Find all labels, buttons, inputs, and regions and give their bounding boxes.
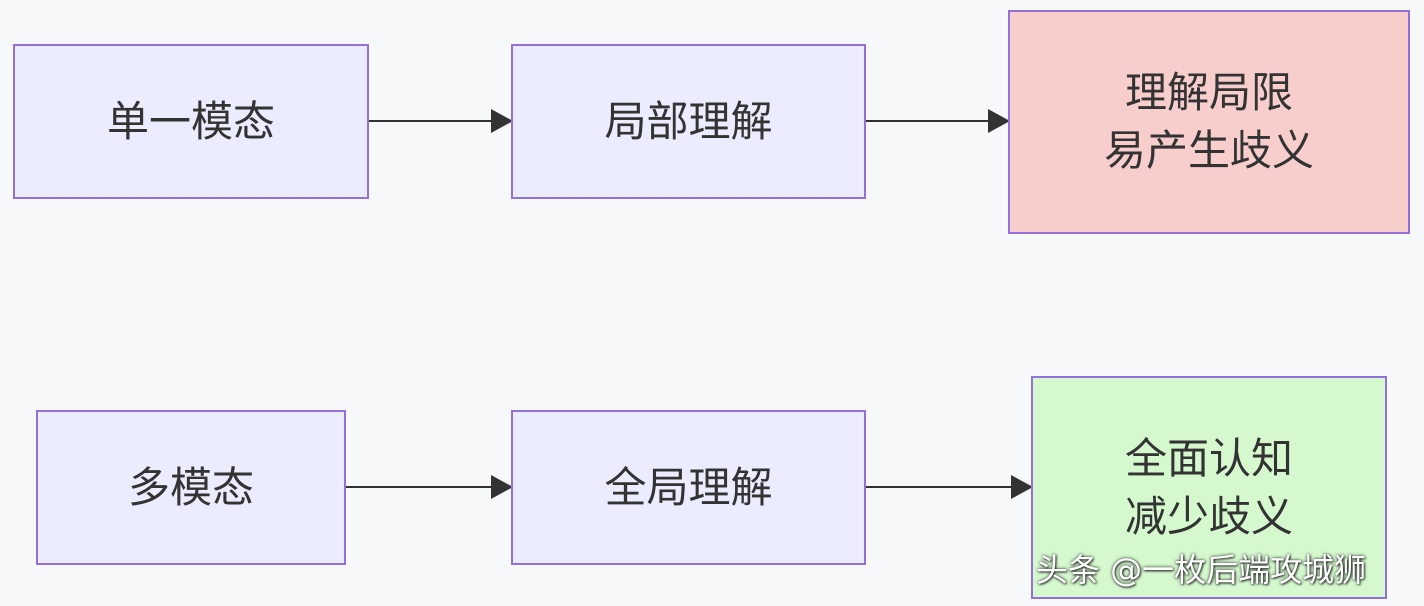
node-limited-understanding-line2: 易产生歧义	[1103, 126, 1314, 175]
node-comprehensive-cognition-line1: 全面认知	[1124, 433, 1293, 483]
arrow-local-to-limited	[866, 109, 1010, 133]
node-single-modality-label: 单一模态	[106, 96, 275, 146]
node-local-understanding-label: 局部理解	[604, 96, 773, 146]
node-multi-modality: 多模态	[36, 410, 346, 565]
arrow-single-to-local	[369, 109, 513, 133]
arrow-global-to-comprehensive	[866, 475, 1033, 499]
node-comprehensive-cognition: 全面认知 减少歧义	[1031, 376, 1387, 599]
watermark-text: 头条 @一枚后端攻城狮	[1036, 551, 1367, 589]
node-limited-understanding: 理解局限 易产生歧义	[1008, 10, 1410, 234]
node-global-understanding: 全局理解	[511, 410, 866, 565]
node-single-modality: 单一模态	[13, 44, 369, 199]
node-local-understanding: 局部理解	[511, 44, 866, 199]
node-limited-understanding-line1: 理解局限	[1124, 68, 1293, 117]
node-multi-modality-label: 多模态	[127, 462, 254, 512]
arrow-multi-to-global	[346, 475, 513, 499]
node-comprehensive-cognition-line2: 减少歧义	[1124, 491, 1293, 541]
node-global-understanding-label: 全局理解	[604, 462, 773, 512]
